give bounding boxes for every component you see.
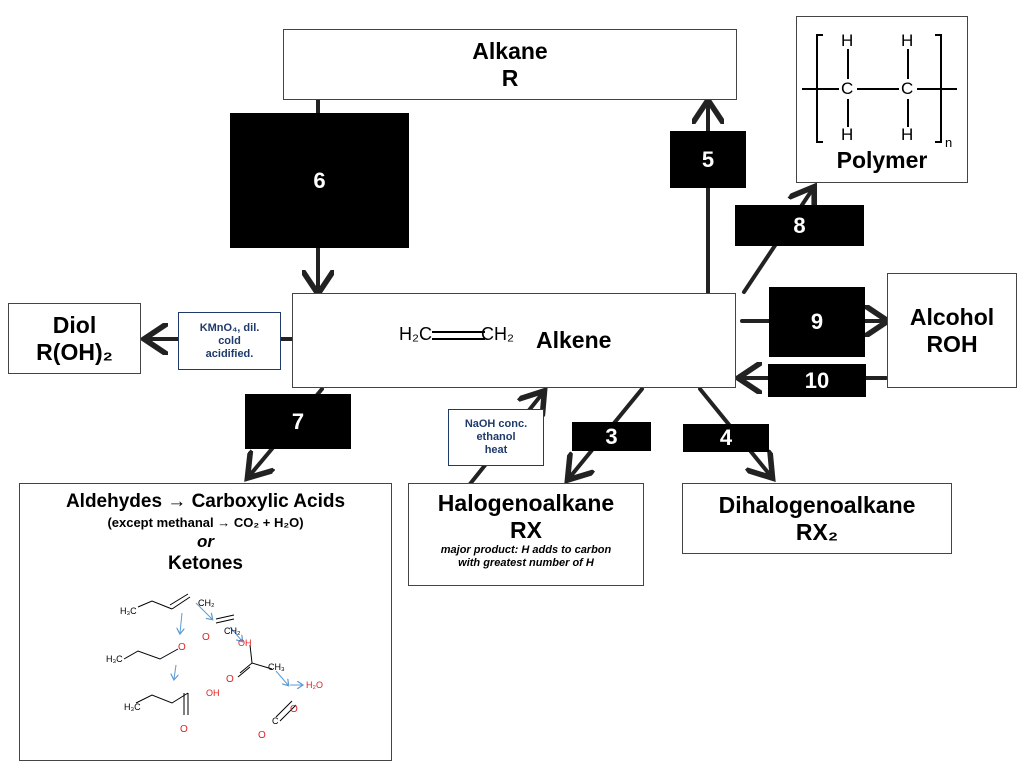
struct-label-12: O	[180, 724, 188, 735]
oxidation-line-3: Ketones	[168, 553, 243, 574]
struct-label-9: O	[226, 674, 234, 685]
reaction-8-box[interactable]: 8	[735, 205, 864, 246]
struct-label-8: H₂O	[306, 680, 323, 690]
naoh-line-3: heat	[484, 444, 508, 456]
polymer-box: H H C C H H n Polymer	[796, 16, 968, 183]
reaction-9-box[interactable]: 9	[769, 287, 865, 357]
dihalogenoalkane-name: Dihalogenoalkane	[718, 491, 916, 518]
polymer-label: Polymer	[836, 147, 928, 173]
halogenoalkane-formula: RX	[510, 517, 542, 543]
kmno4-conditions: KMnO₄, dil. cold acidified.	[178, 312, 281, 370]
reaction-6-box[interactable]: 6	[230, 113, 409, 248]
struct-label-6: O	[178, 642, 186, 653]
struct-label-5: H₃C	[106, 654, 123, 664]
alkane-formula: R	[501, 64, 519, 91]
reaction-10-box[interactable]: 10	[768, 364, 866, 397]
alcohol-name: Alcohol	[909, 303, 995, 330]
alkene-name: Alkene	[536, 327, 612, 353]
reaction-4-box[interactable]: 4	[683, 424, 769, 452]
oxidation-line-2: (except methanal → CO₂ + H₂O)	[107, 515, 304, 530]
polymer-subscript: n	[945, 135, 953, 150]
oxidation-or: or	[197, 532, 214, 551]
alkene-box: H₂C CH₂ Alkene	[292, 293, 736, 388]
diol-box: Diol R(OH)₂	[8, 303, 141, 374]
polymer-h2: H	[901, 31, 914, 50]
struct-label-3: CH₂	[224, 626, 241, 636]
double-bond	[432, 331, 485, 340]
oxidation-structures	[123, 593, 393, 722]
polymer-structure	[802, 34, 957, 143]
dihalogenoalkane-formula: RX₂	[795, 518, 839, 545]
naoh-line-1: NaOH conc.	[464, 418, 528, 430]
polymer-h4: H	[901, 125, 914, 144]
struct-label-14: C	[272, 716, 279, 726]
markovnikov-note-2: with greatest number of H	[458, 557, 594, 569]
naoh-line-2: ethanol	[476, 431, 516, 443]
markovnikov-note-1: major product: H adds to carbon	[440, 544, 612, 556]
struct-label-2: O	[202, 632, 210, 643]
oxidation-products-box: Aldehydes → Carboxylic Acids (except met…	[19, 483, 392, 761]
alkane-box: Alkane R	[283, 29, 737, 100]
halogenoalkane-name: Halogenoalkane	[437, 490, 615, 516]
struct-label-13: O	[258, 730, 266, 741]
struct-label-10: H₃C	[124, 702, 141, 712]
kmno4-line-1: KMnO₄, dil.	[199, 321, 260, 334]
alcohol-formula: ROH	[926, 330, 978, 357]
dihalogenoalkane-box: Dihalogenoalkane RX₂	[682, 483, 952, 554]
kmno4-line-2: cold	[218, 334, 241, 347]
alcohol-box: Alcohol ROH	[887, 273, 1017, 388]
struct-label-4: OH	[238, 638, 252, 648]
alkene-right-group: CH₂	[481, 324, 514, 344]
struct-label-7: CH₃	[268, 662, 285, 672]
reaction-3-box[interactable]: 3	[572, 422, 651, 451]
struct-label-11: OH	[206, 688, 220, 698]
polymer-h3: H	[841, 125, 854, 144]
kmno4-line-3: acidified.	[205, 347, 254, 360]
diol-name: Diol	[52, 311, 97, 338]
reaction-7-box[interactable]: 7	[245, 394, 351, 449]
polymer-c1: C	[841, 79, 854, 98]
polymer-h1: H	[841, 31, 854, 50]
struct-label-15: O	[290, 704, 298, 715]
halogenoalkane-box: Halogenoalkane RX major product: H adds …	[408, 483, 644, 586]
reaction-5-box[interactable]: 5	[670, 131, 746, 188]
alkene-left-group: H₂C	[399, 324, 432, 344]
struct-label-1: CH₂	[198, 598, 215, 608]
naoh-conditions: NaOH conc. ethanol heat	[448, 409, 544, 466]
oxidation-line-1: Aldehydes → Carboxylic Acids	[65, 491, 346, 512]
diol-formula: R(OH)₂	[36, 338, 113, 365]
alkane-name: Alkane	[472, 37, 548, 64]
polymer-c2: C	[901, 79, 914, 98]
struct-label-0: H₃C	[120, 606, 137, 616]
